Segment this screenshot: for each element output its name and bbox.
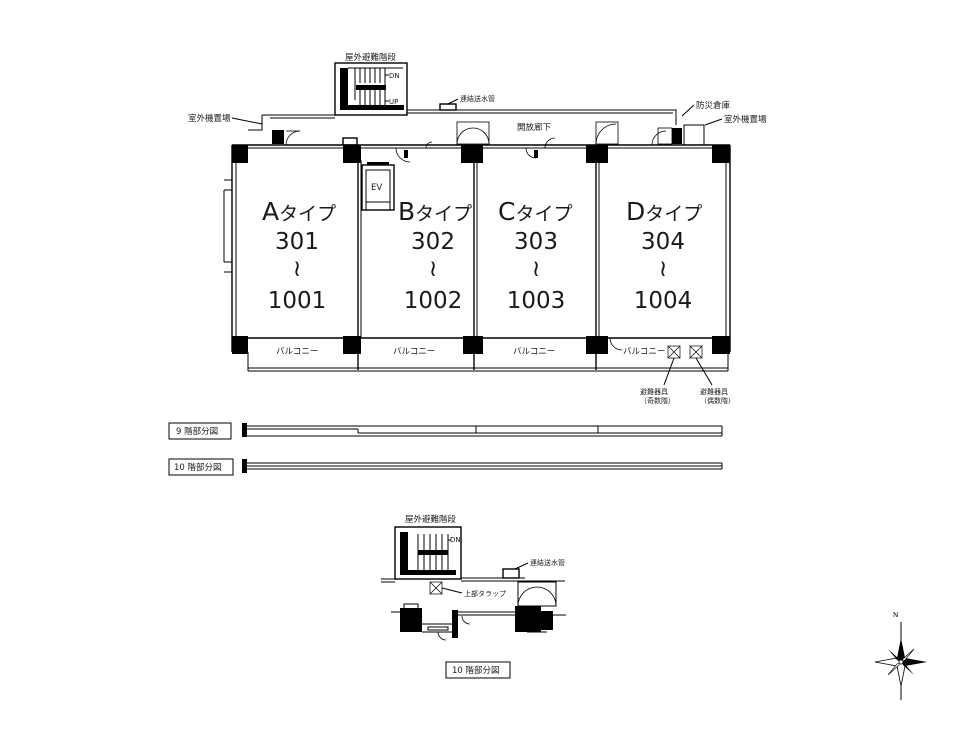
unit-c: Cタイプ 303 ≀ 1003 — [498, 197, 572, 314]
stairs-bottom-dn-label: DN — [450, 536, 461, 544]
unit-d-to: 1004 — [634, 288, 693, 314]
unit-a-tilde: ≀ — [293, 256, 302, 282]
corridor-outline — [248, 103, 677, 131]
outdoor-stairs-top-label: 屋外避難階段 — [345, 52, 397, 63]
floor10-partial-label-a: 10 階部分図 — [174, 462, 222, 473]
connecting-pipe-bottom-label: 連結送水管 — [530, 558, 565, 567]
compass-rose-icon: N — [874, 611, 927, 700]
unit-c-from: 303 — [514, 229, 558, 255]
unit-b: Bタイプ 302 ≀ 1002 — [398, 197, 472, 314]
upper-trap-label: 上部タラップ — [464, 589, 506, 598]
unit-c-to: 1003 — [507, 288, 566, 314]
unit-d-from: 304 — [641, 229, 685, 255]
stairs-dn-label: DN — [389, 72, 400, 80]
evac-even-line1: 避難器具 — [700, 387, 728, 396]
unit-b-from: 302 — [411, 229, 455, 255]
outdoor-stairs-bottom-label: 屋外避難階段 — [405, 514, 457, 525]
outdoor-stairs-top: 屋外避難階段 DN UP — [334, 52, 408, 116]
evac-hatch-even — [689, 345, 703, 359]
unit-d-type: Dタイプ — [626, 197, 702, 226]
elevator: EV — [361, 162, 395, 211]
unit-d-tilde: ≀ — [659, 256, 668, 282]
compass-n-label: N — [893, 611, 898, 619]
unit-a-type: Aタイプ — [262, 197, 336, 226]
unit-d: Dタイプ 304 ≀ 1004 — [626, 197, 702, 314]
disaster-storage-label: 防災倉庫 — [696, 100, 731, 111]
evac-odd-line2: （奇数階） — [640, 396, 675, 405]
outdoor-unit-right-label: 室外機置場 — [724, 114, 767, 125]
balcony-label-b: バルコニー — [393, 347, 435, 357]
floor9-partial-label: 9 階部分図 — [176, 426, 218, 437]
floor10-partial-strip: 10 階部分図 — [168, 458, 723, 476]
floor10-partial-label-b: 10 階部分図 — [452, 665, 500, 676]
balcony-label-a: バルコニー — [276, 347, 318, 357]
floor9-partial: 9 階部分図 — [168, 422, 723, 440]
balcony-label-d: バルコニー — [623, 347, 665, 357]
elevator-label: EV — [371, 183, 382, 193]
unit-b-to: 1002 — [404, 288, 463, 314]
evac-even-line2: （偶数階） — [700, 396, 735, 405]
outdoor-unit-left-label: 室外機置場 — [188, 113, 231, 124]
unit-b-type: Bタイプ — [398, 197, 472, 226]
balcony-label-c: バルコニー — [513, 347, 555, 357]
unit-b-tilde: ≀ — [429, 256, 438, 282]
connecting-pipe-top-label: 連結送水管 — [460, 94, 495, 103]
unit-c-tilde: ≀ — [532, 256, 541, 282]
evac-odd-line1: 避難器具 — [640, 387, 668, 396]
structural-columns — [232, 128, 730, 354]
unit-a-from: 301 — [275, 229, 319, 255]
floor10-detail: 屋外避難階段 DN 連結送水管 上部タラップ — [381, 514, 566, 679]
evac-hatch-odd — [667, 345, 681, 359]
corridor-doors — [285, 121, 705, 351]
unit-c-type: Cタイプ — [498, 197, 572, 226]
unit-a-to: 1001 — [268, 288, 327, 314]
open-corridor-label: 開放廊下 — [517, 122, 552, 133]
unit-a: Aタイプ 301 ≀ 1001 — [262, 197, 336, 314]
stairs-up-label: UP — [389, 98, 398, 106]
